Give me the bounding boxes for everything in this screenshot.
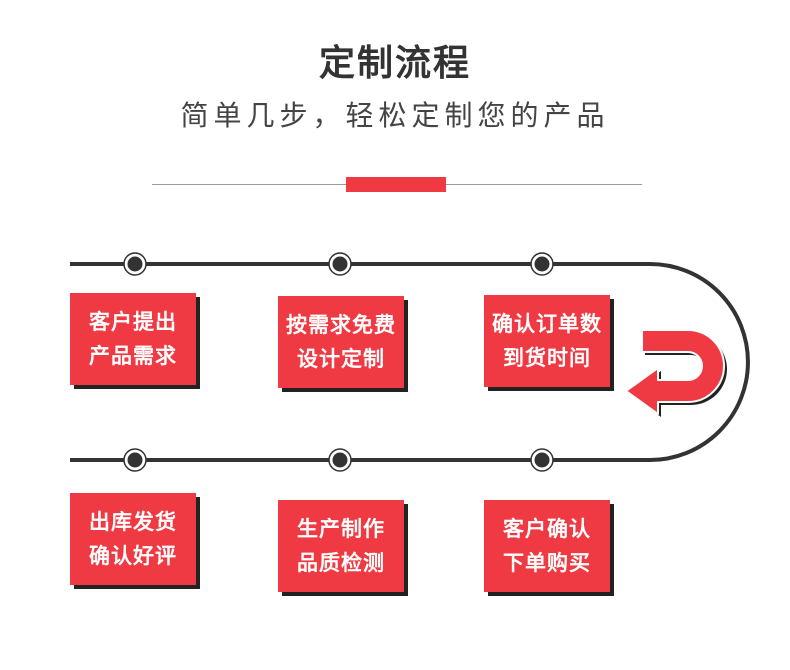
step-label-line2: 确认好评: [89, 544, 177, 568]
step-label-line1: 生产制作: [297, 517, 385, 541]
step-production: 生产制作 品质检测: [278, 500, 404, 592]
circle-node-icon: [328, 252, 352, 276]
step-confirm-order: 确认订单数 到货时间: [484, 295, 610, 387]
step-customer-request: 客户提出 产品需求: [70, 293, 196, 385]
page-subtitle: 简单几步，轻松定制您的产品: [180, 99, 610, 132]
circle-node-icon: [530, 448, 554, 472]
step-label-line2: 品质检测: [297, 551, 385, 575]
circle-node-icon: [123, 252, 147, 276]
title-divider-accent: [346, 177, 446, 192]
step-label-line2: 产品需求: [89, 344, 177, 368]
step-label-line1: 按需求免费: [286, 313, 396, 337]
circle-node-icon: [530, 252, 554, 276]
track-path: [70, 262, 750, 462]
circle-node-icon: [328, 448, 352, 472]
page-title: 定制流程: [318, 43, 471, 84]
step-label-line1: 出库发货: [89, 510, 177, 534]
step-place-order: 客户确认 下单购买: [484, 500, 610, 592]
step-label-line2: 设计定制: [297, 347, 385, 371]
step-label-line1: 客户确认: [503, 517, 591, 541]
circle-node-icon: [123, 448, 147, 472]
step-label-line1: 确认订单数: [492, 312, 602, 336]
step-label-line1: 客户提出: [89, 310, 177, 334]
step-shipping: 出库发货 确认好评: [70, 493, 196, 585]
step-label-line2: 下单购买: [503, 551, 591, 575]
step-free-design: 按需求免费 设计定制: [278, 296, 404, 388]
step-label-line2: 到货时间: [503, 346, 591, 370]
u-turn-arrow-icon: [625, 329, 727, 417]
